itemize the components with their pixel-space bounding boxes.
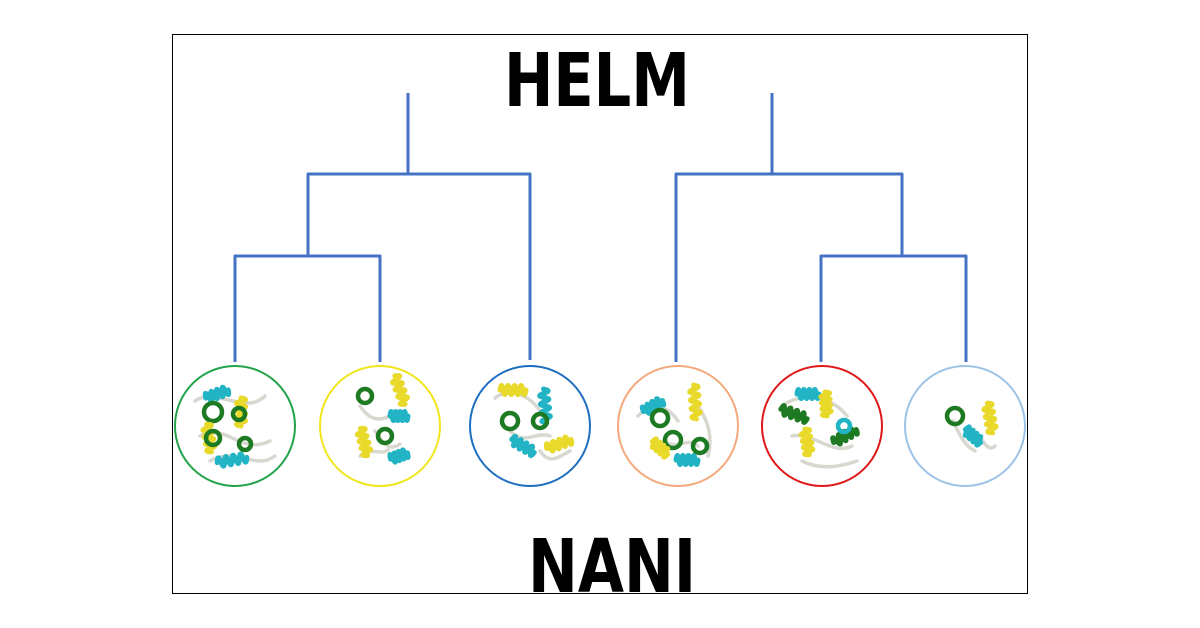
coil-segment bbox=[649, 407, 671, 429]
helix-segment bbox=[497, 383, 529, 397]
coil-segment bbox=[375, 426, 395, 446]
cluster-outline bbox=[469, 365, 591, 487]
helix-segment bbox=[962, 424, 984, 448]
nani-label: NANI bbox=[528, 524, 696, 610]
coil-segment bbox=[690, 436, 710, 456]
protein-ensemble-icon bbox=[493, 383, 575, 461]
cluster-outline bbox=[617, 365, 739, 487]
coil-segment bbox=[835, 417, 853, 435]
cluster-outline bbox=[319, 365, 441, 487]
helix-segment bbox=[214, 451, 250, 469]
helix-segment bbox=[387, 409, 411, 423]
helix-segment bbox=[649, 436, 671, 460]
helix-segment bbox=[509, 433, 537, 459]
cluster-circles bbox=[174, 365, 1026, 487]
helix-segment bbox=[639, 396, 667, 416]
protein-ensemble-icon bbox=[636, 382, 712, 467]
helix-segment bbox=[794, 387, 822, 401]
helix-segment bbox=[202, 384, 232, 404]
right-outer-link bbox=[674, 172, 904, 362]
cluster-5 bbox=[761, 365, 883, 487]
coil-segment bbox=[530, 411, 550, 431]
cluster-6 bbox=[904, 365, 1026, 487]
helix-segment bbox=[387, 447, 411, 465]
cluster-outline bbox=[761, 365, 883, 487]
cluster-4 bbox=[617, 365, 739, 487]
helix-segment bbox=[354, 425, 374, 459]
dendrogram bbox=[233, 93, 968, 362]
coil-segment bbox=[662, 429, 684, 451]
helm-label: HELM bbox=[504, 38, 690, 124]
cluster-2 bbox=[319, 365, 441, 487]
protein-ensemble-icon bbox=[193, 384, 277, 469]
helix-segment bbox=[981, 400, 999, 436]
helix-segment bbox=[778, 403, 810, 425]
coil-segment bbox=[355, 386, 375, 406]
helix-segment bbox=[543, 434, 575, 454]
right-inner-link bbox=[819, 254, 968, 362]
helix-segment bbox=[537, 386, 553, 426]
helix-segment bbox=[390, 373, 410, 407]
coil-segment bbox=[499, 410, 521, 432]
cluster-outline bbox=[904, 365, 1026, 487]
cluster-3 bbox=[469, 365, 591, 487]
helix-segment bbox=[818, 389, 834, 419]
coil-segment bbox=[236, 435, 254, 453]
coil-segment bbox=[944, 405, 966, 427]
figure-frame bbox=[172, 34, 1028, 594]
left-outer-link bbox=[306, 172, 532, 360]
coil-segment bbox=[201, 400, 225, 424]
coil-segment bbox=[203, 428, 223, 448]
cluster-1 bbox=[174, 365, 296, 487]
protein-ensemble-icon bbox=[354, 373, 411, 465]
helix-segment bbox=[687, 382, 703, 422]
helix-segment bbox=[673, 453, 701, 467]
helix-segment bbox=[234, 395, 248, 429]
coil-segment bbox=[230, 405, 248, 423]
protein-ensemble-icon bbox=[778, 387, 860, 469]
helix-segment bbox=[798, 426, 816, 458]
protein-ensemble-icon bbox=[944, 400, 999, 453]
